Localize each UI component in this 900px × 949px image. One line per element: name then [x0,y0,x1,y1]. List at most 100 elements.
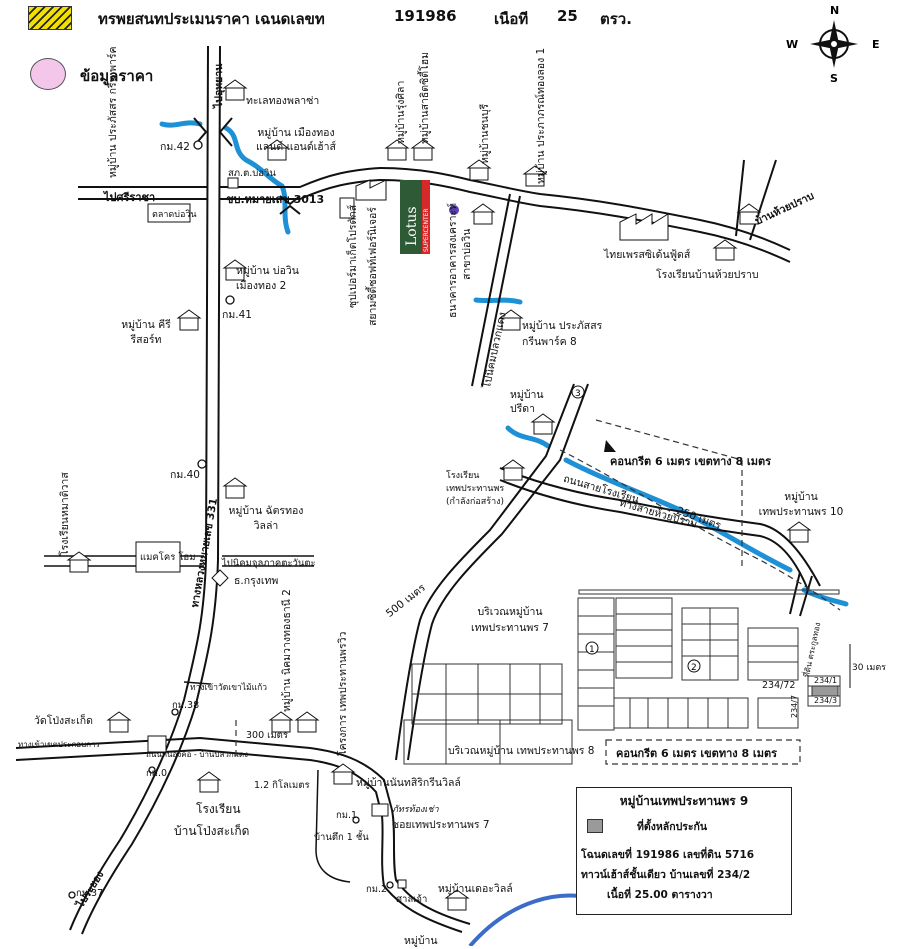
area-label: เนือที [494,10,529,28]
label-super-market: ซุปเปอร์มาเก็ตโปรดักส์ [347,204,359,308]
label-green-park: หมู่บ้าน ประภัสสร กรีน พาร์ค [107,46,119,178]
compass-e: E [872,38,880,51]
label-wat-pong: วัดโป่งสะเก็ด [34,715,93,727]
road-pong-saket [15,736,471,933]
label-dcity: หมู่บ้านเดอะวิลล์ [438,883,513,895]
label-km0: กม.0 [146,768,168,779]
circle-label-1: 1 [589,645,595,655]
road-huai-prab [735,159,777,241]
label-plot-234-7: 234/7 [790,694,799,718]
label-bank-branch: สาขาบ่อวิน [461,228,473,280]
deed-number: 191986 [394,7,457,25]
building-icon [355,179,387,201]
label-km2: กม.2 [366,884,388,895]
river-right [801,587,849,607]
label-bo-win-mueang-thong: หมู่บ้าน บ่อวินเมืองทอง 2 [236,265,299,292]
subdivision-grid [403,589,841,765]
subject-plot-marker [811,685,839,697]
label-to-sriracha: ไปศรีราชา [104,191,156,204]
bridge-marks [193,117,301,215]
compass-w: W [786,38,798,51]
pong-landmark-box [147,735,167,753]
factory-icon [619,213,669,241]
label-km41: กม.41 [222,309,252,321]
info-box-title: หมู่บ้านเทพประทานพร 9 [619,794,749,808]
label-to-chon-buri: ไปนิคมจุลภาคตะวันตะ [222,558,316,569]
circle-label-2: 2 [691,663,697,673]
compass-rose-icon: N S W E [786,4,880,85]
label-km1: กม.1 [336,810,358,821]
circle-marker-2 [687,659,701,673]
label-school-mhu: โรงเรียนหมาติวาส [59,472,71,556]
label-ban-nan: หมู่บ้านนันทสิริกรีนวิลล์ [356,777,461,789]
rivers [159,120,849,607]
label-talad-bo-win: ตลาดบ่อวิน [152,210,197,220]
compass-n: N [830,4,839,17]
compass-s: S [830,72,838,85]
circle-marker-3 [571,385,585,399]
river-mueang-thong [223,125,291,235]
makro-box [135,541,181,573]
label-thewa: โครงการ เทพประทานพรวิว [337,631,349,756]
km-markers [68,140,394,899]
label-sabo: สภ.ต.บ่อวิน [228,168,276,179]
circle-label-3: 3 [575,389,581,399]
label-concrete-bottom: คอนกรีต 6 เมตร เขตทาง 8 เมตร [616,747,777,760]
subject-info-box: หมู่บ้านเทพประทานพร 9 ที่ตั้งหลักประกัน … [576,787,792,915]
label-dist-300: 300 เมตร [246,730,288,741]
label-house-one: บ้านตึก 1 ชั้น [314,832,369,843]
info-box-swatch [587,819,603,833]
label-km37: กม.37 [76,888,104,899]
info-box-legend-text: ที่ตั้งหลักประกัน [637,821,708,833]
label-chat-thong: หมู่บ้าน ฉัตรทองวิลล่า [228,505,304,532]
info-box-line1: โฉนดเลขที่ 191986 เลขที่ดิน 5716 [581,849,755,861]
label-thep-10: หมู่บ้าน เทพประทานพร 10 [758,491,844,518]
label-mhubaan-rim: หมู่บ้าน [404,935,438,947]
label-mueang-thong: หมู่บ้าน เมืองทองแลนด์ แอนด์เฮ้าส์ [256,127,336,153]
bank-krung-icon [211,569,229,587]
route-dashes [235,419,841,765]
legend-hatch-text: ทรพยสนทประเมนราคา เฉนดเลขท [98,10,325,28]
label-lotus: Lotus [404,206,420,246]
label-dist-12: 1.2 กิโลเมตร [254,780,310,791]
label-bank-krung: ธ.กรุงเทพ [234,575,279,587]
legend-circle-swatch [30,58,66,90]
label-plot-234-1: 234/1 [814,676,838,685]
label-rung-sina: หมู่บ้านรุ่งศิลา [395,80,407,144]
arrow-marker-thep [604,440,616,452]
circle-marker-1 [585,641,599,655]
label-dprida: หมู่บ้าน ปรีดา [510,389,544,415]
label-km38: กม.38 [172,700,200,711]
label-thep-7: บริเวณหมู่บ้าน เทพประทานพร 7 [471,606,549,634]
label-macro: แมคโคร โฮม [140,552,196,563]
lotus-sign [400,180,426,254]
area-unit: ตรว. [600,10,632,28]
road-thep [395,383,589,761]
label-prapatson8: หมู่บ้าน ประภัสสรกรีนพาร์ค 8 [522,320,603,348]
label-free-zone: ทางเข้าเขตประกอบการ [18,740,100,749]
label-chb: ชบ.หมายเลข 3013 [226,193,325,206]
village-icons [66,79,812,911]
label-plaeng: ไปอุทยาน [213,63,225,108]
label-concrete-top: คอนกรีต 6 เมตร เขตทาง 8 เมตร [610,455,771,468]
label-khiri: หมู่บ้าน คีรีรีสอร์ท [121,319,171,346]
market-box [147,203,191,223]
label-plot-234-3: 234/3 [814,696,838,705]
label-sathit: หมู่บ้านสาธิตซิตี้โฮม [419,51,431,144]
river-top-left [159,120,203,128]
label-road-pong: ถนนหนองค้อ - บ้านปลวกแดง [146,750,248,759]
police-box [227,177,239,189]
label-sala-int: สยามซิตี้ซอฟท์เฟอร์นิเจอร์ [367,207,379,326]
label-mhubaan1: หมู่บ้าน ประภาภรณ์ทองลอง 1 [535,47,547,184]
entry-sign-box [371,803,389,817]
label-school-thep: โรงเรียน เทพประทานพร (กำลังก่อสร้าง) [446,471,505,507]
label-nong-khli: หมู่บ้านชนบุรี [479,103,491,164]
info-box-line3: เนื้อที่ 25.00 ตารางวา [607,889,713,901]
label-km42: กม.42 [160,141,190,153]
highway-331 [69,45,221,935]
shrine-box [397,879,407,889]
info-box-line2: ทาวน์เฮ้าส์ชั้นเดียว บ้านเลขที่ 234/2 [581,869,751,881]
building-icon-2 [339,197,355,219]
label-lotus-sub: SUPERCENTER [423,208,430,252]
